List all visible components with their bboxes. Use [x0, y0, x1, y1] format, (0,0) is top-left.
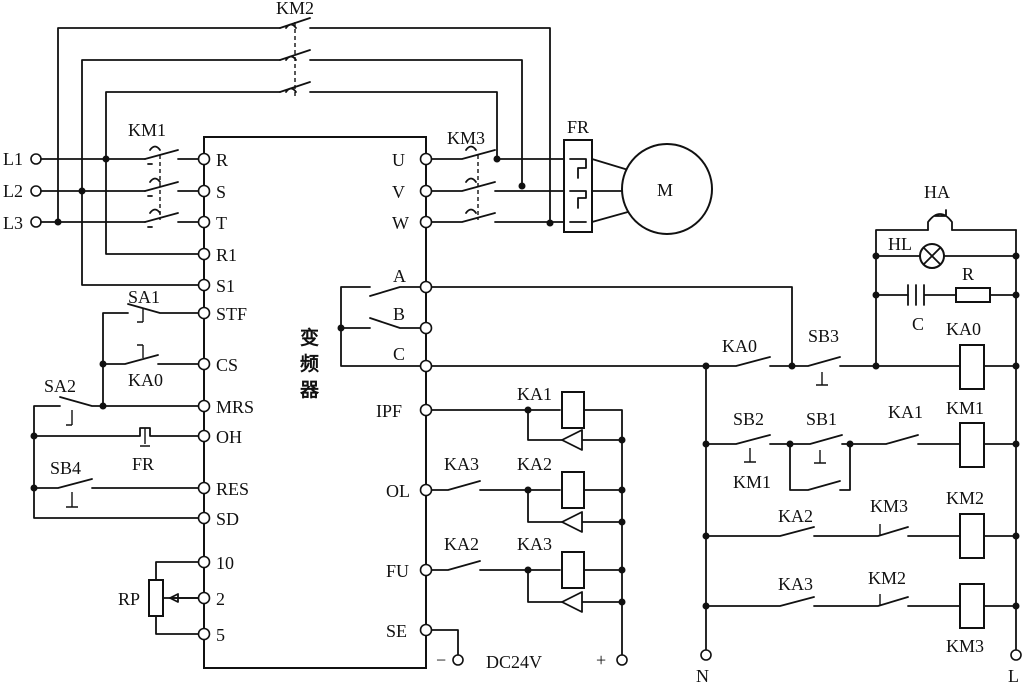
supply-label-l1: L1 — [3, 149, 23, 169]
ka1-label: KA1 — [517, 384, 552, 404]
terminal-r: R — [216, 150, 228, 170]
motor — [621, 143, 713, 235]
ka1-contact-label: KA1 — [888, 402, 923, 422]
ka1-coil — [561, 391, 585, 429]
terminal-ipf: IPF — [376, 401, 402, 421]
supply-terminals: L1 L2 L3 — [3, 149, 42, 233]
km1-label: KM1 — [128, 120, 166, 140]
fr-thermal-relay — [563, 139, 593, 233]
terminal-u: U — [392, 150, 405, 170]
sb2-label: SB2 — [733, 409, 764, 429]
ka3-label: KA3 — [517, 534, 552, 554]
r-resistor — [955, 287, 991, 303]
terminal-t: T — [216, 213, 227, 233]
ka2-ctrl-label: KA2 — [778, 506, 813, 526]
km1-aux-label: KM1 — [733, 472, 771, 492]
l-label: L — [1008, 666, 1019, 685]
sb1-label: SB1 — [806, 409, 837, 429]
inverter-status-terminals: IPF OL FU SE — [376, 401, 433, 641]
fr-label: FR — [567, 117, 589, 137]
terminal-mrs: MRS — [216, 397, 254, 417]
rp-label: RP — [118, 589, 140, 609]
sb4-label: SB4 — [50, 458, 81, 478]
terminal-c: C — [393, 344, 405, 364]
coil-km2-label: KM2 — [946, 488, 984, 508]
terminal-res: RES — [216, 479, 249, 499]
km2-label: KM2 — [276, 0, 314, 18]
km2-nc-label: KM2 — [868, 568, 906, 588]
terminal-r1: R1 — [216, 245, 237, 265]
sa1-label: SA1 — [128, 287, 160, 307]
sb3-label: SB3 — [808, 326, 839, 346]
inverter-body — [203, 136, 427, 669]
sa2-label: SA2 — [44, 376, 76, 396]
km1-contacts — [144, 145, 199, 228]
ka0-coil — [959, 344, 985, 390]
coil-ka0-label: KA0 — [946, 319, 981, 339]
inverter-label-char-3: 器 — [299, 379, 320, 401]
ka2-contact-label: KA2 — [444, 534, 479, 554]
terminal-2: 2 — [216, 589, 225, 609]
terminal-s1: S1 — [216, 276, 235, 296]
ka2-label: KA2 — [517, 454, 552, 474]
n-label: N — [696, 666, 709, 685]
r-label: R — [962, 264, 974, 284]
ka3-ctrl-label: KA3 — [778, 574, 813, 594]
terminal-s: S — [216, 182, 226, 202]
terminal-se: SE — [386, 621, 407, 641]
inverter-label-char-2: 频 — [300, 352, 319, 375]
terminal-sd: SD — [216, 509, 239, 529]
terminal-a: A — [393, 266, 406, 286]
terminal-oh: OH — [216, 427, 242, 447]
inverter-label-char-1: 变 — [300, 326, 319, 349]
motor-label: M — [657, 180, 673, 200]
terminal-stf: STF — [216, 304, 247, 324]
dc-plus: + — [596, 650, 606, 670]
terminal-fu: FU — [386, 561, 409, 581]
ka3-contact-label: KA3 — [444, 454, 479, 474]
km3-coil — [959, 583, 985, 629]
fr-contact-label: FR — [132, 454, 154, 474]
terminal-w: W — [392, 213, 409, 233]
supply-label-l3: L3 — [3, 213, 23, 233]
ka2-coil — [561, 471, 585, 509]
dc-minus: − — [436, 650, 446, 670]
terminal-cs: CS — [216, 355, 238, 375]
km2-contacts — [279, 17, 551, 224]
coil-km1-label: KM1 — [946, 398, 984, 418]
km3-nc-label: KM3 — [870, 496, 908, 516]
coil-km3-label: KM3 — [946, 636, 984, 656]
inverter-control-terminals: STF CS MRS OH RES SD 10 2 5 — [197, 304, 254, 645]
terminal-10: 10 — [216, 553, 234, 573]
dc24v-label: DC24V — [486, 652, 542, 672]
inverter-alarm-terminals: A B C — [393, 266, 433, 373]
terminal-ol: OL — [386, 481, 410, 501]
ha-label: HA — [924, 182, 950, 202]
terminal-5: 5 — [216, 625, 225, 645]
km2-coil — [959, 513, 985, 559]
inverter-input-terminals: R S T R1 S1 — [197, 150, 237, 296]
hl-label: HL — [888, 234, 912, 254]
supply-label-l2: L2 — [3, 181, 23, 201]
km1-coil — [959, 422, 985, 468]
c-label: C — [912, 314, 924, 334]
ka0-contact-label: KA0 — [128, 370, 163, 390]
terminal-b: B — [393, 304, 405, 324]
terminal-v: V — [392, 182, 405, 202]
ka3-coil — [561, 551, 585, 589]
ctrl-ka0-label: KA0 — [722, 336, 757, 356]
km3-label: KM3 — [447, 128, 485, 148]
rp-resistor — [148, 579, 164, 617]
